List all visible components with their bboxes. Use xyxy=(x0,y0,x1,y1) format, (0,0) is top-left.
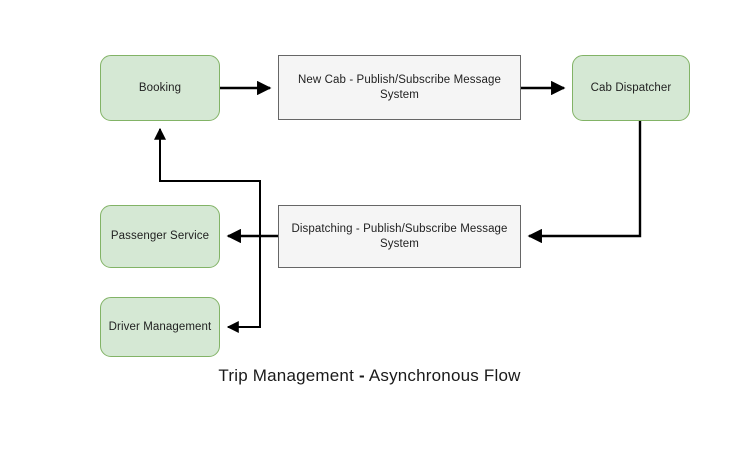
node-booking-label: Booking xyxy=(138,81,182,94)
edge-dispatching-to-booking xyxy=(154,127,261,236)
node-passenger-service[interactable]: Passenger Service xyxy=(100,205,220,268)
node-driver-management[interactable]: Driver Management xyxy=(100,297,220,357)
node-new-cab-queue-label: New Cab - Publish/Subscribe Message Syst… xyxy=(298,73,501,101)
node-passenger-service-label: Passenger Service xyxy=(110,230,210,242)
diagram-title: Trip Management - Asynchronous Flow xyxy=(0,366,739,386)
node-driver-management-label: Driver Management xyxy=(108,320,212,333)
node-cab-dispatcher[interactable]: Cab Dispatcher xyxy=(572,55,690,121)
node-cab-dispatcher-label: Cab Dispatcher xyxy=(590,81,672,94)
node-dispatching-queue[interactable]: Dispatching - Publish/Subscribe Message … xyxy=(278,205,521,268)
diagram-title-sub: Asynchronous Flow xyxy=(368,366,521,385)
node-new-cab-queue[interactable]: New Cab - Publish/Subscribe Message Syst… xyxy=(278,55,521,120)
diagram-title-main: Trip Management xyxy=(218,366,355,385)
edge-dispatching-to-driver-management xyxy=(226,236,261,333)
node-dispatching-queue-label: Dispatching - Publish/Subscribe Message … xyxy=(291,222,508,250)
node-booking[interactable]: Booking xyxy=(100,55,220,121)
edge-cab-dispatcher-to-dispatching xyxy=(527,121,642,244)
diagram-title-separator: - xyxy=(358,366,365,385)
